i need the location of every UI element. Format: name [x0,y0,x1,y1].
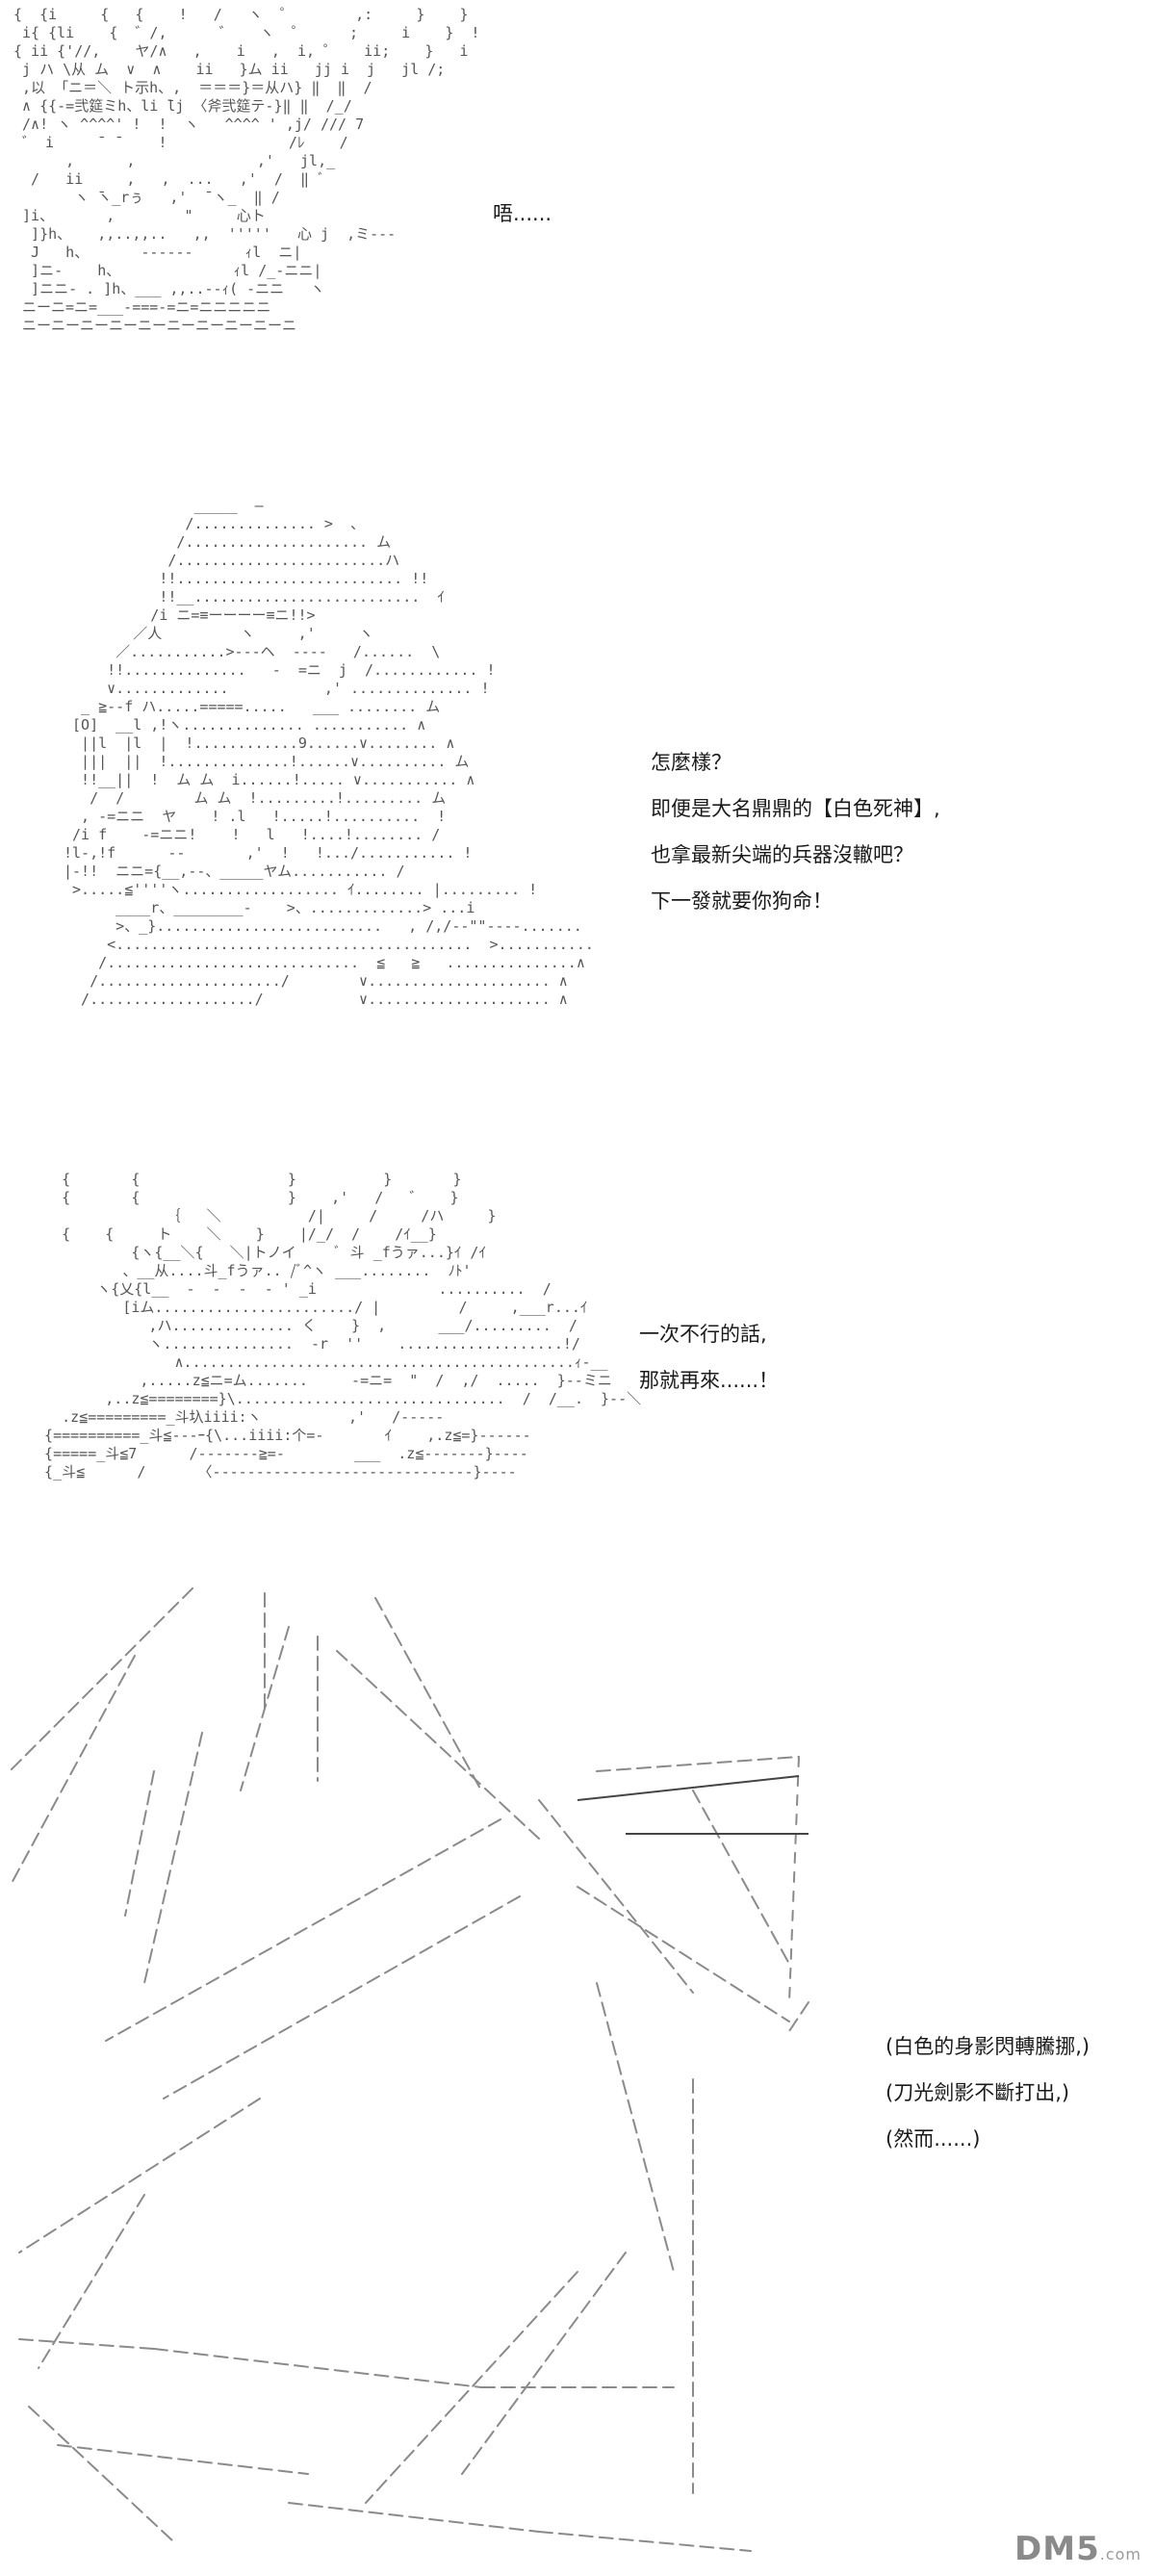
slash-line [18,2098,261,2254]
slash-line [596,1982,675,2273]
swordsman-ascii-art: { { } } } { { } ,' / ゛ } ｛ ＼ /| / /ハ } {… [44,1171,642,1481]
watermark-suffix: .com [1099,2545,1142,2563]
slash-line [788,1756,800,2003]
panel-3: { { } } } { { } ,' / ゛ } ｛ ＼ /| / /ハ } {… [0,1165,1155,1579]
slash-line [143,1732,203,1984]
slash-line [788,2001,809,2032]
slash-line [57,2444,309,2475]
slash-lines-art [9,1587,809,2552]
panel-4-dialogue: (白色的身影閃轉騰挪,) (刀光劍影不斷打出,) (然而......) [886,2023,1090,2162]
dialogue-line: 即便是大名鼎鼎的【白色死神】, [651,797,940,820]
watermark-brand: DM5 [1014,2530,1100,2568]
slash-line [38,2194,145,2369]
panel-2: _____ ― /.............. > 、 /...........… [0,481,1155,1155]
slash-line [538,1799,694,1994]
slash-line [28,2406,174,2542]
slash-line [18,2338,155,2350]
slash-line [124,1770,155,1917]
dialogue-line: 唔...... [493,202,552,225]
slash-line [163,1895,521,2099]
dialogue-line: (白色的身影閃轉騰挪,) [886,2035,1091,2058]
slash-line [365,2271,578,2504]
slash-line [105,1818,501,2042]
slash-line [153,2348,482,2388]
dialogue-line: 也拿最新尖端的兵器沒轍吧？ [651,843,913,866]
slash-line [9,1655,136,1888]
face-ascii-art: { {i { { ! / ヽ ゜ ,: } } i{ {li { ゛/, ゛ ヽ… [13,6,480,334]
dialogue-line: 怎麼樣？ [651,751,732,774]
slash-line [374,1597,482,1791]
slash-line [577,1886,790,2022]
slash-line [577,1775,800,1801]
slash-line [336,1650,540,1840]
slash-line [692,1790,790,1965]
slash-line [461,2252,627,2475]
slash-line [538,2531,752,2552]
slash-line [288,2502,540,2533]
slash-line [240,1626,290,1791]
dialogue-line: 那就再來......！ [639,1369,780,1392]
dialogue-line: (然而......) [886,2127,981,2151]
dialogue-line: 一次不行的話, [639,1323,767,1346]
panel-1-dialogue: 唔...... [493,198,552,227]
dialogue-line: 下一發就要你狗命！ [651,889,833,913]
panel-4: (白色的身影閃轉騰挪,) (刀光劍影不斷打出,) (然而......) [0,1579,1155,2576]
slash-line [9,1587,193,1772]
panel-3-dialogue: 一次不行的話, 那就再來......！ [639,1311,779,1404]
dm5-watermark: DM5.com [1014,2530,1142,2568]
gunner-ascii-art: _____ ― /.............. > 、 /...........… [64,497,594,1008]
panel-1: { {i { { ! / ヽ ゜ ,: } } i{ {li { ゛/, ゛ ヽ… [0,0,1155,462]
panel-2-dialogue: 怎麼樣？ 即便是大名鼎鼎的【白色死神】, 也拿最新尖端的兵器沒轍吧？ 下一發就要… [651,739,940,924]
dialogue-line: (刀光劍影不斷打出,) [886,2081,1070,2104]
slash-line [596,1756,800,1772]
